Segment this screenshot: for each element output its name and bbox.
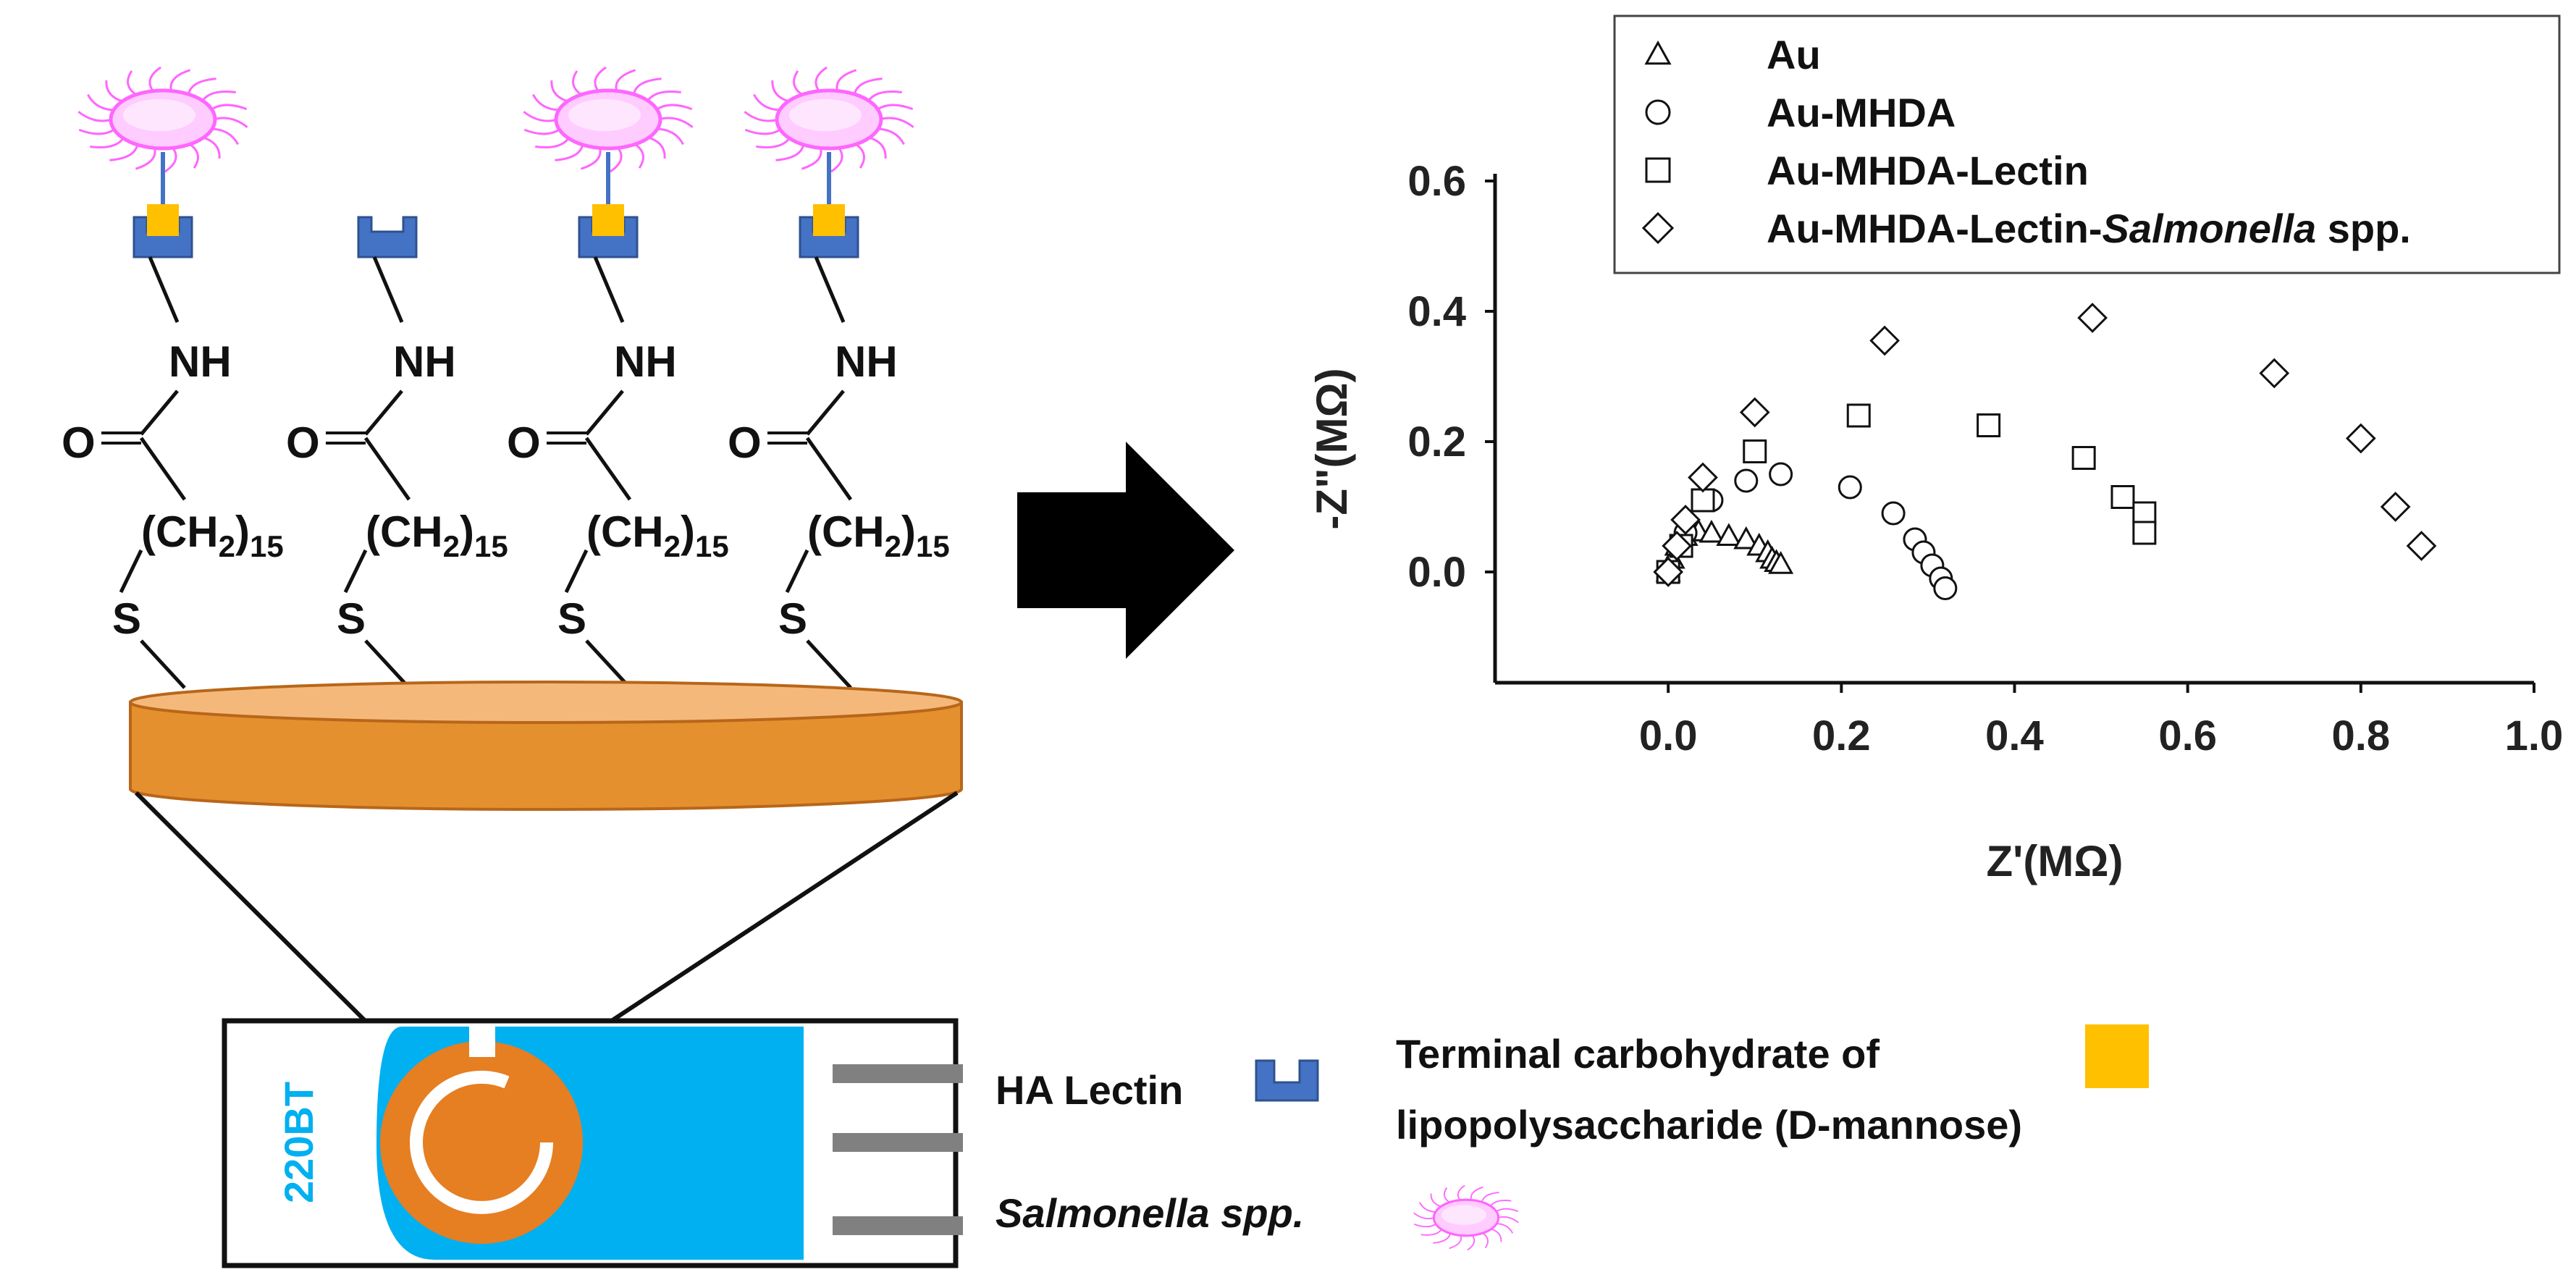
data-point (2345, 423, 2376, 454)
legend-entry: Au-MHDA-Lectin (1767, 148, 2089, 193)
x-tick-label: 0.8 (2332, 712, 2391, 759)
x-tick-label: 1.0 (2505, 712, 2564, 759)
screen-printed-electrode: 220BT (222, 1018, 963, 1268)
legend-entry: Au-MHDA (1767, 90, 1956, 135)
ch2-label: (CH2)15 (807, 508, 950, 563)
data-point (1846, 403, 1871, 428)
key-lectin-label: HA Lectin (996, 1067, 1183, 1113)
legend-marker (1644, 40, 1672, 65)
data-point (2077, 303, 2108, 333)
y-tick-label: 0.4 (1407, 288, 1466, 335)
data-point (2380, 492, 2411, 522)
process-arrow (1017, 442, 1234, 659)
sam-chain: NH O (CH2)15S (62, 66, 284, 689)
data-point (1869, 325, 1900, 356)
sugar (147, 204, 179, 236)
key-carbohydrate-line1: Terminal carbohydrate of (1396, 1031, 1880, 1077)
oxygen-label: O (728, 418, 762, 467)
series-diamond (1653, 303, 2437, 587)
x-tick-label: 0.6 (2158, 712, 2217, 759)
data-point (1699, 519, 1725, 543)
data-point (2406, 531, 2437, 561)
data-point (2071, 446, 2096, 470)
sugar-key-icon (2085, 1024, 2149, 1088)
sulfur-label: S (778, 594, 807, 643)
data-point (1769, 462, 1793, 487)
lectin-key-icon (1255, 1059, 1319, 1102)
sulfur-label: S (337, 594, 366, 643)
data-point (1716, 523, 1742, 546)
nh-label: NH (169, 337, 232, 386)
ch2-label: (CH2)15 (141, 508, 284, 563)
y-axis-title: -Z"(MΩ) (1308, 368, 1356, 529)
data-point (1933, 576, 1958, 600)
nh-label: NH (614, 337, 677, 386)
data-point (2132, 521, 2157, 545)
data-point (1768, 551, 1794, 574)
oxygen-label: O (507, 418, 541, 467)
sulfur-label: S (557, 594, 586, 643)
key-bacteria-label: Salmonella spp. (996, 1190, 1304, 1236)
data-point (1691, 488, 1715, 513)
data-point (1733, 526, 1759, 550)
legend-marker (1645, 157, 1671, 183)
key-carbohydrate-line2: lipopolysaccharide (D-mannose) (1396, 1102, 2022, 1148)
sam-schematic: NHO(CH2)15SNHO(CH2)15SNHO(CH2)15SNHO(CH2… (62, 66, 950, 689)
x-tick-label: 0.4 (1985, 712, 2044, 759)
data-point (1838, 475, 1862, 500)
sulfur-label: S (112, 594, 141, 643)
electrode-code: 220BT (276, 1082, 321, 1203)
legend-entry: Au (1767, 32, 1821, 77)
bacterium (523, 66, 694, 173)
bacterium (77, 66, 248, 173)
data-point (1662, 531, 1692, 561)
sam-chain: NH O (CH2)15S (507, 66, 729, 689)
data-point (1653, 557, 1684, 587)
data-point (1734, 468, 1759, 493)
chart-legend (1613, 14, 2561, 274)
bacterium (744, 66, 914, 173)
nh-label: NH (393, 337, 456, 386)
legend-marker (1641, 211, 1675, 245)
data-point (1739, 397, 1770, 428)
sugar (592, 204, 624, 236)
oxygen-label: O (62, 418, 96, 467)
bacterium-icon (1413, 1184, 1519, 1251)
y-tick-label: 0.6 (1407, 158, 1466, 205)
y-tick-label: 0.0 (1407, 549, 1466, 596)
ch2-label: (CH2)15 (586, 508, 729, 563)
nh-label: NH (835, 337, 898, 386)
data-point (1881, 501, 1906, 526)
x-tick-label: 0.0 (1639, 712, 1698, 759)
data-point (2132, 501, 2157, 526)
bacterium-key-icon (1413, 1184, 1519, 1251)
lectin (357, 216, 418, 258)
data-point (1688, 462, 1718, 493)
data-point (2110, 485, 2135, 509)
sugar (813, 204, 845, 236)
data-point (2259, 358, 2290, 389)
data-point (1977, 413, 2001, 437)
x-tick-label: 0.2 (1812, 712, 1871, 759)
ch2-label: (CH2)15 (366, 508, 508, 563)
data-point (1743, 439, 1767, 463)
oxygen-label: O (286, 418, 320, 467)
symbol-key: HA Lectin Terminal carbohydrate of lipop… (996, 1024, 2149, 1251)
legend-marker (1645, 99, 1671, 125)
sam-chain: NH O (CH2)15S (286, 216, 508, 689)
gold-electrode-disc (129, 681, 963, 811)
data-point (1670, 505, 1701, 535)
y-tick-label: 0.2 (1407, 418, 1466, 466)
x-axis-title: Z'(MΩ) (1987, 837, 2123, 885)
series-square (1656, 403, 2157, 584)
legend-entry: Au-MHDA-Lectin-Salmonella spp. (1767, 206, 2411, 251)
sam-chain: NH O (CH2)15S (728, 66, 950, 689)
